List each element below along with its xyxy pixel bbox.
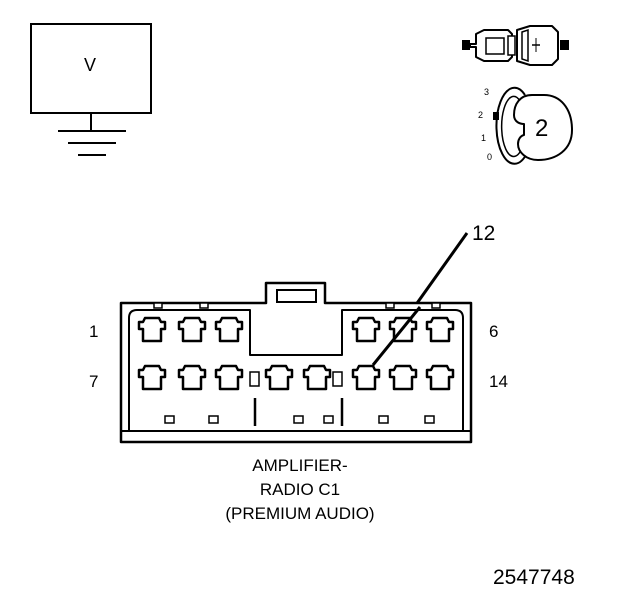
cavity-pin-10 (264, 364, 294, 391)
switch-position-2: 2 (478, 110, 484, 120)
switch-position-0: 0 (487, 152, 493, 162)
pin-label-bottom-left: 7 (89, 372, 99, 391)
cavity-pin-7 (137, 364, 167, 391)
figure-id: 2547748 (493, 566, 575, 589)
switch-position-1: 1 (481, 133, 487, 143)
cavity-pin-11 (302, 364, 332, 391)
cavity-pin-13 (388, 364, 418, 391)
cavity-pin-14 (425, 364, 455, 391)
connector-disconnect-icon (462, 25, 569, 66)
key-position-number: 2 (535, 115, 549, 142)
caption-line-1: AMPLIFIER- (252, 456, 348, 475)
pin-label-top-right: 6 (489, 322, 499, 341)
caption-line-2: RADIO C1 (259, 480, 341, 499)
callout-number: 12 (472, 222, 496, 245)
connector-caption: AMPLIFIER- RADIO C1 (PREMIUM AUDIO) (200, 454, 400, 526)
pin-label-top-left: 1 (89, 322, 99, 341)
cavity-pin-6 (425, 316, 455, 343)
cavity-pin-12 (351, 364, 381, 391)
connector-c1-body (119, 281, 473, 444)
pin-label-bottom-right: 14 (489, 372, 508, 391)
voltmeter-box (30, 23, 152, 114)
caption-line-3: (PREMIUM AUDIO) (225, 504, 375, 523)
cavity-pin-1 (137, 316, 167, 343)
switch-position-3: 3 (484, 87, 490, 97)
callout-arrow-overlay (371, 306, 422, 366)
cavity-pin-4 (351, 316, 381, 343)
cavity-pin-8 (177, 364, 207, 391)
cavity-pin-2 (177, 316, 207, 343)
ignition-key-icon (493, 86, 573, 165)
cavity-pin-9 (214, 364, 244, 391)
voltmeter-label: V (84, 55, 97, 75)
connector-latch (276, 289, 317, 303)
voltmeter-symbol (30, 23, 152, 156)
cavity-pin-3 (214, 316, 244, 343)
